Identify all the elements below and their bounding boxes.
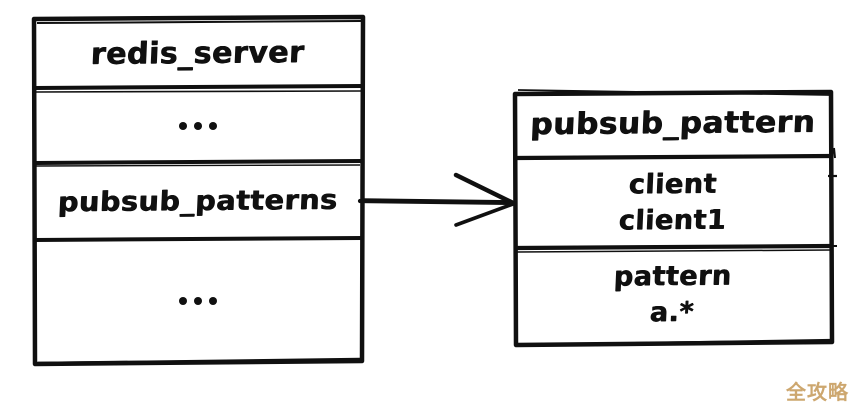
edge-pubsub-patterns-to-pubsub-pattern — [357, 172, 516, 227]
node-pubsub-pattern-outline — [512, 89, 837, 348]
node-pubsub-pattern[interactable]: pubsub_pattern client client1 pattern a.… — [510, 88, 837, 348]
node-redis-server-outline — [31, 14, 366, 367]
node-redis-server[interactable]: redis_server pubsub_patterns — [30, 14, 366, 367]
watermark: 全攻略 — [786, 380, 849, 404]
